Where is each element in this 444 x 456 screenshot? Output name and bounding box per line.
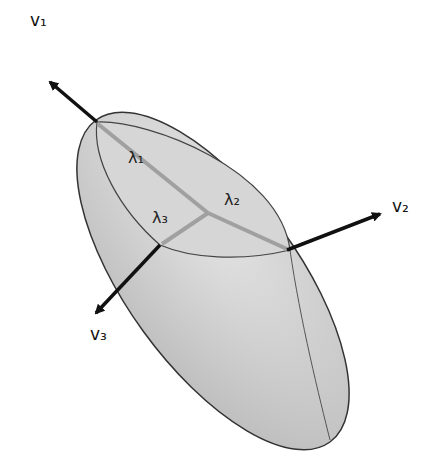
meridian-line bbox=[290, 250, 330, 440]
eigenvector-label: v₁ bbox=[30, 12, 47, 29]
ellipsoid-body bbox=[26, 69, 399, 456]
eigenvalue-label: λ₁ bbox=[128, 150, 144, 166]
eigenvector-arrow bbox=[287, 214, 380, 250]
eigenvalue-label: λ₃ bbox=[152, 210, 168, 226]
axis-line bbox=[98, 124, 208, 213]
eigenvector-arrow bbox=[96, 245, 160, 313]
eigenvector-label: v₃ bbox=[90, 326, 107, 343]
eigenvalue-label: λ₂ bbox=[224, 192, 240, 208]
cut-section bbox=[96, 122, 290, 257]
axis-line bbox=[162, 213, 208, 244]
eigenvector-arrow bbox=[50, 82, 97, 122]
eigenvector-label: v₂ bbox=[392, 198, 409, 215]
axis-line bbox=[208, 213, 287, 249]
